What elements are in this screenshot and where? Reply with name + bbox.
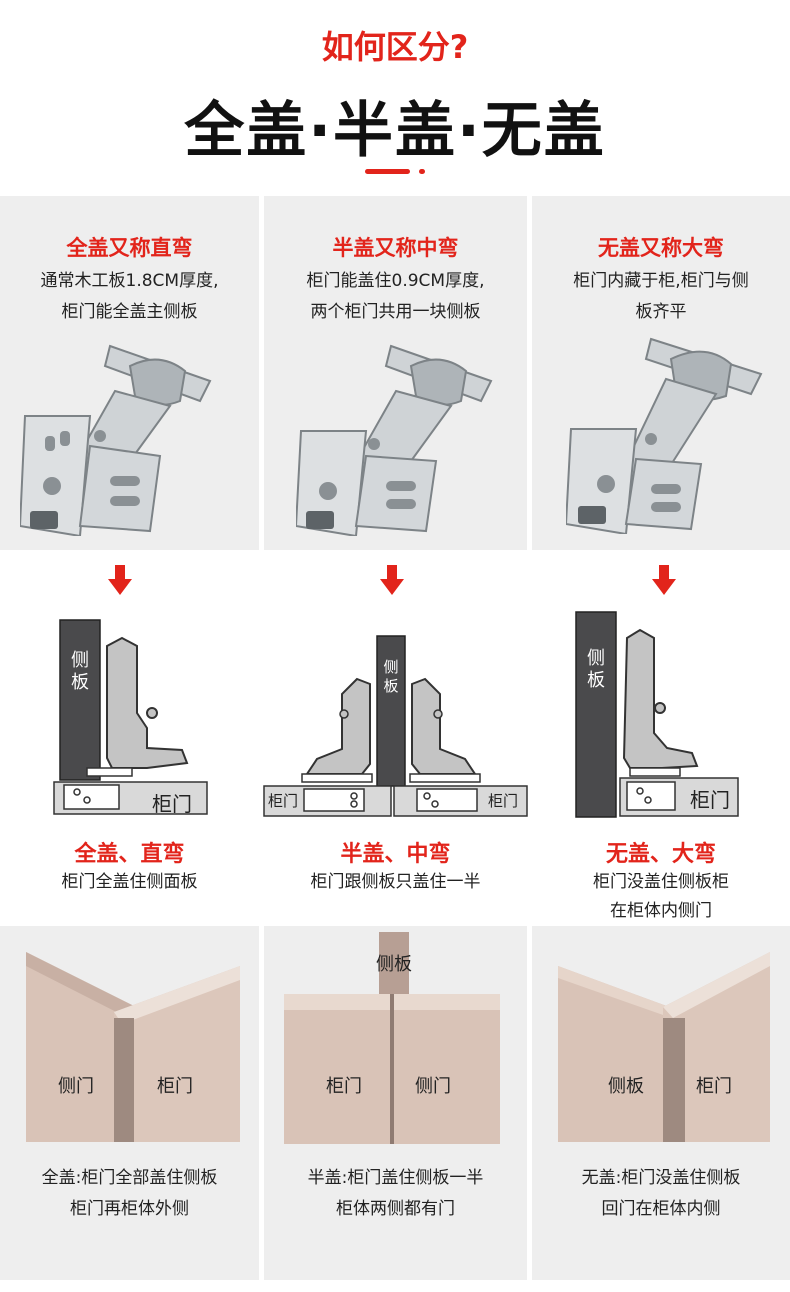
- question-title: 如何区分?: [321, 28, 469, 66]
- wood-label-left: 侧门: [58, 1076, 94, 1097]
- door-label: 柜门: [690, 788, 730, 812]
- down-arrow-icon: [380, 565, 404, 595]
- panel-heading: 半盖又称中弯: [332, 236, 459, 260]
- panel-desc-line2: 柜门能全盖主侧板: [61, 302, 198, 322]
- hinge-diagram: [53, 619, 208, 815]
- wood-top-label: 侧板: [376, 954, 412, 975]
- panel-full-overlay-wood: 侧门 柜门 全盖:柜门全部盖住侧板 柜门再柜体外侧: [0, 926, 259, 1280]
- side-panel-label: 侧板: [383, 658, 399, 695]
- wood-desc-line1: 全盖:柜门全部盖住侧板: [41, 1168, 218, 1188]
- diagram-heading: 半盖、中弯: [340, 842, 451, 867]
- side-panel-label: 侧板: [587, 648, 605, 691]
- diagram-desc-line1: 柜门全盖住侧面板: [61, 872, 198, 892]
- hinge-image: [20, 344, 212, 536]
- hinge-image: [296, 344, 493, 536]
- diagram-half-overlay: 侧板 柜门 柜门: [262, 634, 530, 820]
- wood-label-right: 柜门: [157, 1076, 193, 1097]
- page-title: 全盖·半盖·无盖: [184, 96, 606, 166]
- panel-heading: 全盖又称直弯: [66, 236, 193, 260]
- title-underline-dot: [419, 169, 425, 174]
- page-header: 如何区分? 全盖·半盖·无盖: [0, 0, 790, 196]
- door-label-right: 柜门: [488, 792, 519, 810]
- down-arrow-icon: [652, 565, 676, 595]
- panel-half-overlay: 半盖又称中弯 柜门能盖住0.9CM厚度, 两个柜门共用一块侧板: [264, 196, 527, 550]
- wood-label-right: 侧门: [415, 1076, 451, 1097]
- panel-desc-line1: 通常木工板1.8CM厚度,: [40, 271, 219, 291]
- diagram-desc-line1: 柜门跟侧板只盖住一半: [310, 872, 481, 892]
- door-label: 柜门: [152, 792, 192, 816]
- hinge-diagram: [575, 611, 739, 818]
- panel-half-overlay-wood: 侧板 柜门 侧门 半盖:柜门盖住侧板一半 柜体两侧都有门: [264, 926, 527, 1280]
- wood-label-left: 柜门: [326, 1076, 362, 1097]
- panel-desc-line1: 柜门内藏于柜,柜门与侧: [573, 271, 749, 291]
- panel-full-overlay: 全盖又称直弯 通常木工板1.8CM厚度, 柜门能全盖主侧板: [0, 196, 259, 550]
- wood-desc-line2: 柜门再柜体外侧: [70, 1199, 189, 1219]
- wood-half-image: [284, 932, 500, 1144]
- diagram-desc-line1: 柜门没盖住侧板柜: [593, 872, 729, 892]
- wood-desc-line2: 回门在柜体内侧: [601, 1199, 721, 1219]
- side-panel-label: 侧板: [71, 650, 89, 693]
- wood-desc-line1: 半盖:柜门盖住侧板一半: [307, 1168, 484, 1188]
- wood-corner-image: [558, 952, 770, 1142]
- diagram-full-overlay: 侧板 柜门: [52, 618, 212, 818]
- diagram-desc-line2: 在柜体内侧门: [610, 901, 712, 921]
- title-underline: [365, 169, 410, 174]
- panel-desc-line2: 两个柜门共用一块侧板: [310, 302, 481, 322]
- panel-no-overlay: 无盖又称大弯 柜门内藏于柜,柜门与侧 板齐平: [532, 196, 790, 550]
- wood-desc-line2: 柜体两侧都有门: [336, 1199, 455, 1219]
- panel-heading: 无盖又称大弯: [598, 236, 724, 260]
- door-label-left: 柜门: [268, 792, 299, 810]
- down-arrow-icon: [108, 565, 132, 595]
- panel-desc-line2: 板齐平: [635, 302, 687, 322]
- wood-label-right: 柜门: [696, 1076, 732, 1097]
- diagram-no-overlay: 侧板 柜门: [572, 608, 742, 820]
- diagram-heading: 全盖、直弯: [74, 842, 185, 867]
- hinge-diagram: [263, 635, 528, 817]
- wood-label-left: 侧板: [608, 1076, 644, 1097]
- diagram-heading: 无盖、大弯: [605, 842, 716, 867]
- wood-desc-line1: 无盖:柜门没盖住侧板: [581, 1168, 741, 1188]
- hinge-image: [566, 337, 763, 534]
- panel-no-overlay-wood: 侧板 柜门 无盖:柜门没盖住侧板 回门在柜体内侧: [532, 926, 790, 1280]
- wood-corner-image: [26, 952, 240, 1142]
- panel-desc-line1: 柜门能盖住0.9CM厚度,: [306, 271, 485, 291]
